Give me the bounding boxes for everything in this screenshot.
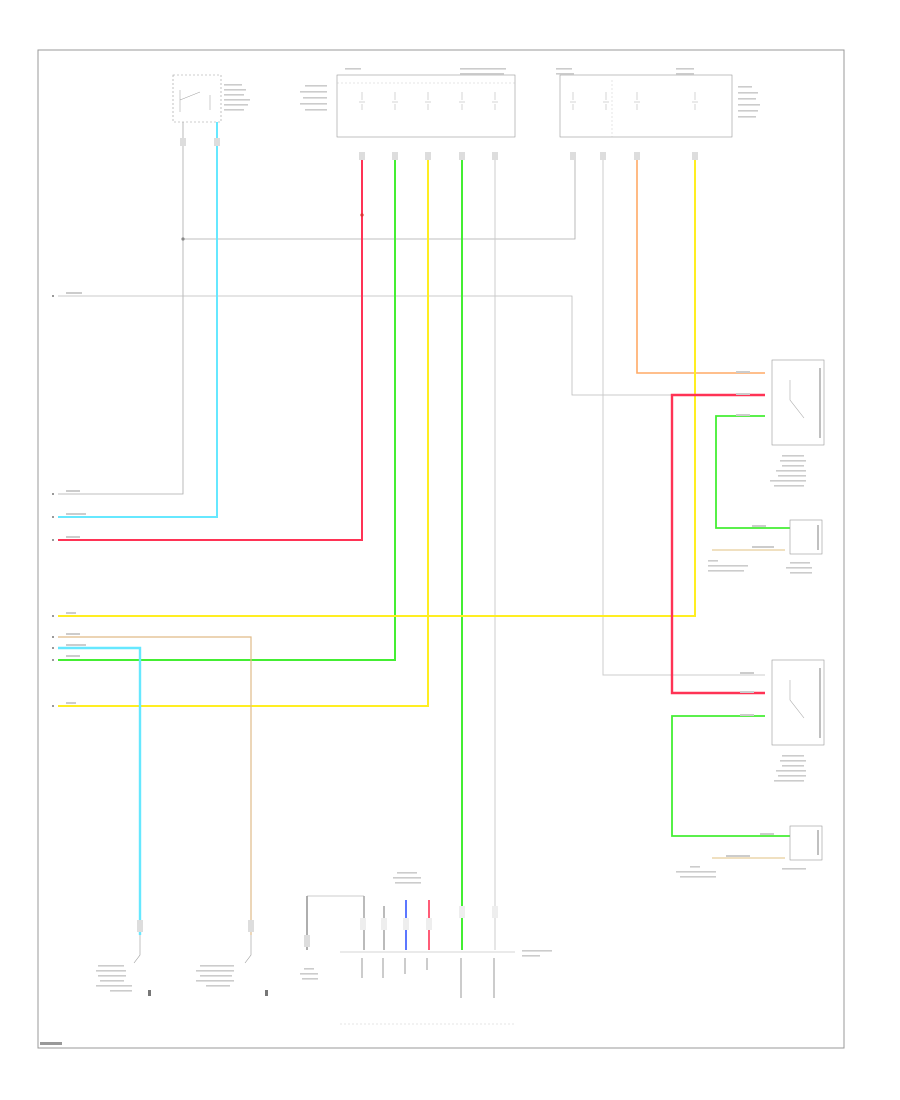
bottom-left-switches	[96, 920, 268, 996]
bottom-ground	[300, 935, 318, 980]
left-wire-labels	[66, 292, 86, 704]
splice-dot	[181, 237, 185, 241]
fuse-block-left	[300, 68, 516, 138]
wire-black-top	[58, 122, 576, 495]
lower-right-connector	[676, 825, 823, 878]
wire-green-belt-right	[671, 715, 790, 837]
wire-tags	[180, 138, 698, 160]
wire-green-left	[58, 152, 396, 661]
wire-yellow-right	[58, 152, 696, 617]
wire-green-seat-sensor	[715, 415, 790, 529]
wire-black-mid	[58, 295, 672, 396]
fuse-block-right	[556, 68, 760, 138]
wire-light-blue-top	[58, 122, 218, 518]
splice-dot	[360, 213, 364, 217]
diagram-id-mark	[40, 1042, 62, 1045]
bottom-connector-stubs	[306, 895, 430, 950]
wire-orange	[636, 152, 765, 374]
seat-position-sensor	[708, 519, 823, 574]
wire-tan	[58, 636, 252, 935]
bottom-control-module	[340, 872, 552, 1025]
top-left-switch	[172, 74, 250, 123]
wire-yellow-left	[58, 152, 429, 707]
wire-red-right	[670, 393, 765, 695]
buckle-switch-upper	[736, 359, 825, 487]
buckle-switch-lower	[740, 659, 825, 782]
wire-light-blue-bottom	[58, 646, 142, 935]
wire-red-left	[58, 152, 363, 541]
diagram-border	[37, 49, 845, 1049]
left-terminals	[52, 295, 54, 707]
wire-gray-right	[602, 152, 765, 676]
